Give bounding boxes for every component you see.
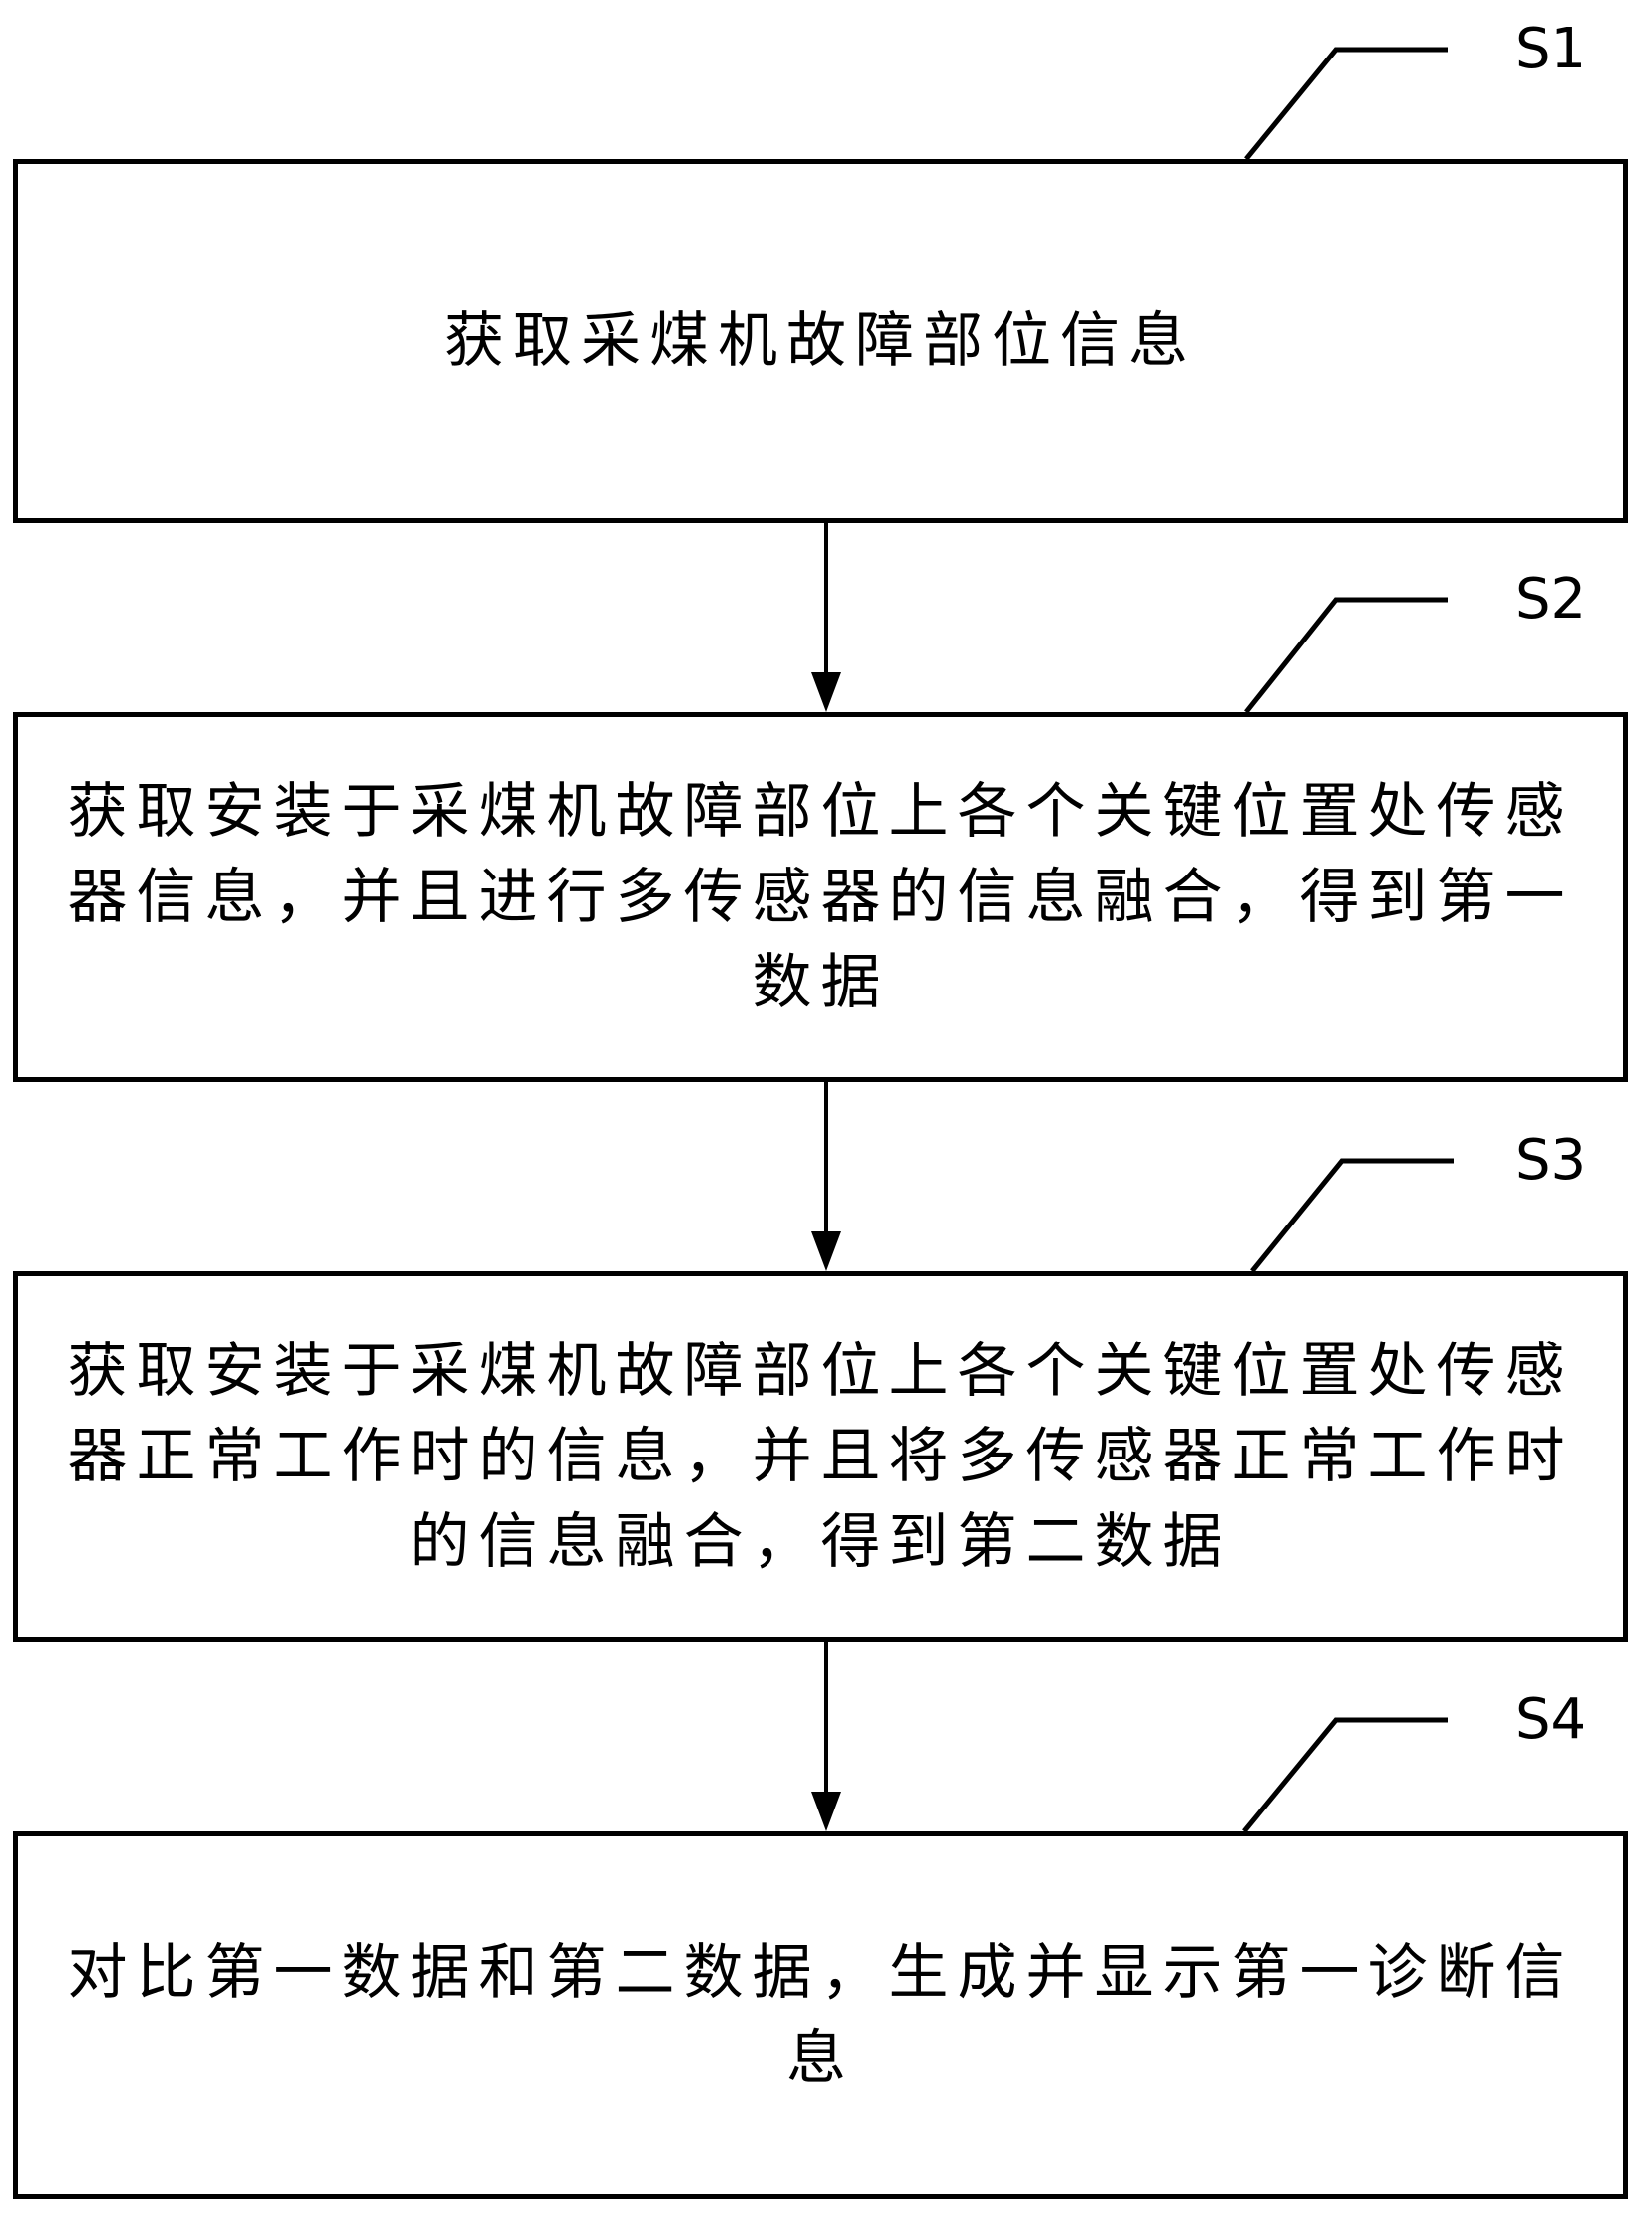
step-label-s1: S1	[1515, 17, 1587, 81]
flow-step-1-box: 获取采煤机故障部位信息	[13, 159, 1628, 523]
flow-step-3-text-line-3: 的信息融合，得到第二数据	[410, 1507, 1232, 1576]
flow-step-4-text-line-2: 息	[786, 2023, 855, 2093]
flow-step-2-text-line-1: 获取安装于采煤机故障部位上各个关键位置处传感	[67, 776, 1574, 847]
leader-line-s3	[1250, 1158, 1454, 1273]
flow-step-4-box: 对比第一数据和第二数据，生成并显示第一诊断信 息	[13, 1831, 1628, 2199]
flow-step-2-box: 获取安装于采煤机故障部位上各个关键位置处传感 器信息，并且进行多传感器的信息融合…	[13, 712, 1628, 1082]
flow-step-4-text-line-1: 对比第一数据和第二数据，生成并显示第一诊断信	[67, 1937, 1574, 2008]
arrow-step2-to-step3	[811, 1082, 841, 1271]
flow-step-2-text-line-2: 器信息，并且进行多传感器的信息融合，得到第一	[67, 862, 1574, 932]
leader-line-s2	[1244, 597, 1448, 714]
flow-step-2-text-line-3: 数据	[752, 947, 889, 1017]
step-label-s2: S2	[1515, 567, 1587, 632]
flow-step-3-box: 获取安装于采煤机故障部位上各个关键位置处传感 器正常工作时的信息，并且将多传感器…	[13, 1271, 1628, 1642]
flow-step-3-text-line-2: 器正常工作时的信息，并且将多传感器正常工作时	[67, 1422, 1574, 1491]
leader-line-s4	[1242, 1717, 1448, 1833]
flow-step-3-text-line-1: 获取安装于采煤机故障部位上各个关键位置处传感	[67, 1337, 1574, 1406]
arrow-step1-to-step2	[811, 523, 841, 712]
flow-step-1-text: 获取采煤机故障部位信息	[444, 305, 1197, 376]
step-label-s4: S4	[1515, 1688, 1587, 1752]
leader-line-s1	[1244, 47, 1448, 161]
arrow-step3-to-step4	[811, 1642, 841, 1831]
step-label-s3: S3	[1515, 1128, 1587, 1193]
